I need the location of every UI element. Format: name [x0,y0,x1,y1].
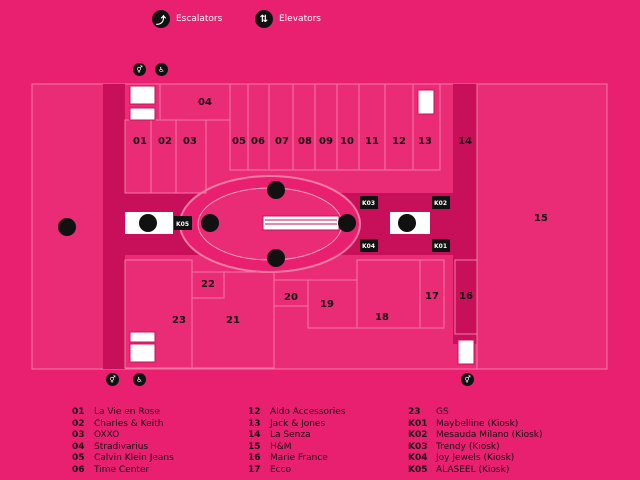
escalator-icon [267,181,285,199]
escalator-icon [398,214,416,232]
corridor-left [103,84,125,369]
store-12: 12 [392,136,406,147]
service-block-top [129,107,156,121]
restroom-icon: ⚥ [461,373,474,386]
store-17: 17 [425,291,439,302]
stairs-block-bottom-right [457,339,475,365]
store-11: 11 [365,136,379,147]
store-10: 10 [340,136,354,147]
store-19: 19 [320,299,334,310]
restroom-icon: ⚥ [133,63,146,76]
store-02: 02 [158,136,172,147]
restroom-block-bottom [129,343,156,363]
legend-elevators: ⇅ Elevators [255,10,321,28]
store-labels: 01 02 03 04 05 06 07 08 09 10 11 12 13 1… [133,97,548,326]
store-01: 01 [133,136,147,147]
service-block-bottom [129,331,156,343]
corridor-right [453,84,477,344]
store-21: 21 [226,315,240,326]
store-07: 07 [275,136,289,147]
kiosk-k05: K05 [176,221,189,228]
legend-elevators-label: Elevators [279,14,321,24]
floor-map: 01 02 03 04 05 06 07 08 09 10 11 12 13 1… [31,83,608,370]
store-13: 13 [418,136,432,147]
escalator-icon [267,249,285,267]
store-blocks [124,83,608,370]
store-23: 23 [172,315,186,326]
elevator-icon: ⇅ [255,10,273,28]
store-06: 06 [251,136,265,147]
escalator-icon: ⤴ [152,10,170,28]
store-18: 18 [375,312,389,323]
map-legend: ⤴ Escalators ⇅ Elevators [0,8,640,30]
kiosk-k03: K03 [362,200,375,207]
elevator-icon [201,214,219,232]
restroom-icon: ⚥ [106,373,119,386]
stairs-block-top-right [417,89,435,115]
store-14: 14 [458,136,472,147]
restroom-block-top [129,85,156,105]
kiosk-k04: K04 [362,243,375,250]
escalator-icon [338,214,356,232]
store-03: 03 [183,136,197,147]
legend-escalators-label: Escalators [176,14,223,24]
store-16: 16 [459,291,473,302]
escalator-markers [58,181,416,267]
legend-escalators: ⤴ Escalators [152,10,222,28]
wheelchair-icon: ♿ [155,63,168,76]
store-09: 09 [319,136,333,147]
kiosks: K03 K02 K04 K01 K05 [174,196,450,252]
wheelchair-icon: ♿ [133,373,146,386]
store-05: 05 [232,136,246,147]
store-22: 22 [201,279,215,290]
store-15: 15 [534,213,548,224]
store-04: 04 [198,97,212,108]
bridge [262,215,340,231]
store-08: 08 [298,136,312,147]
escalator-icon [139,214,157,232]
kiosk-k02: K02 [434,200,447,207]
cart-icon [58,218,76,236]
store-20: 20 [284,292,298,303]
kiosk-k01: K01 [434,243,447,250]
